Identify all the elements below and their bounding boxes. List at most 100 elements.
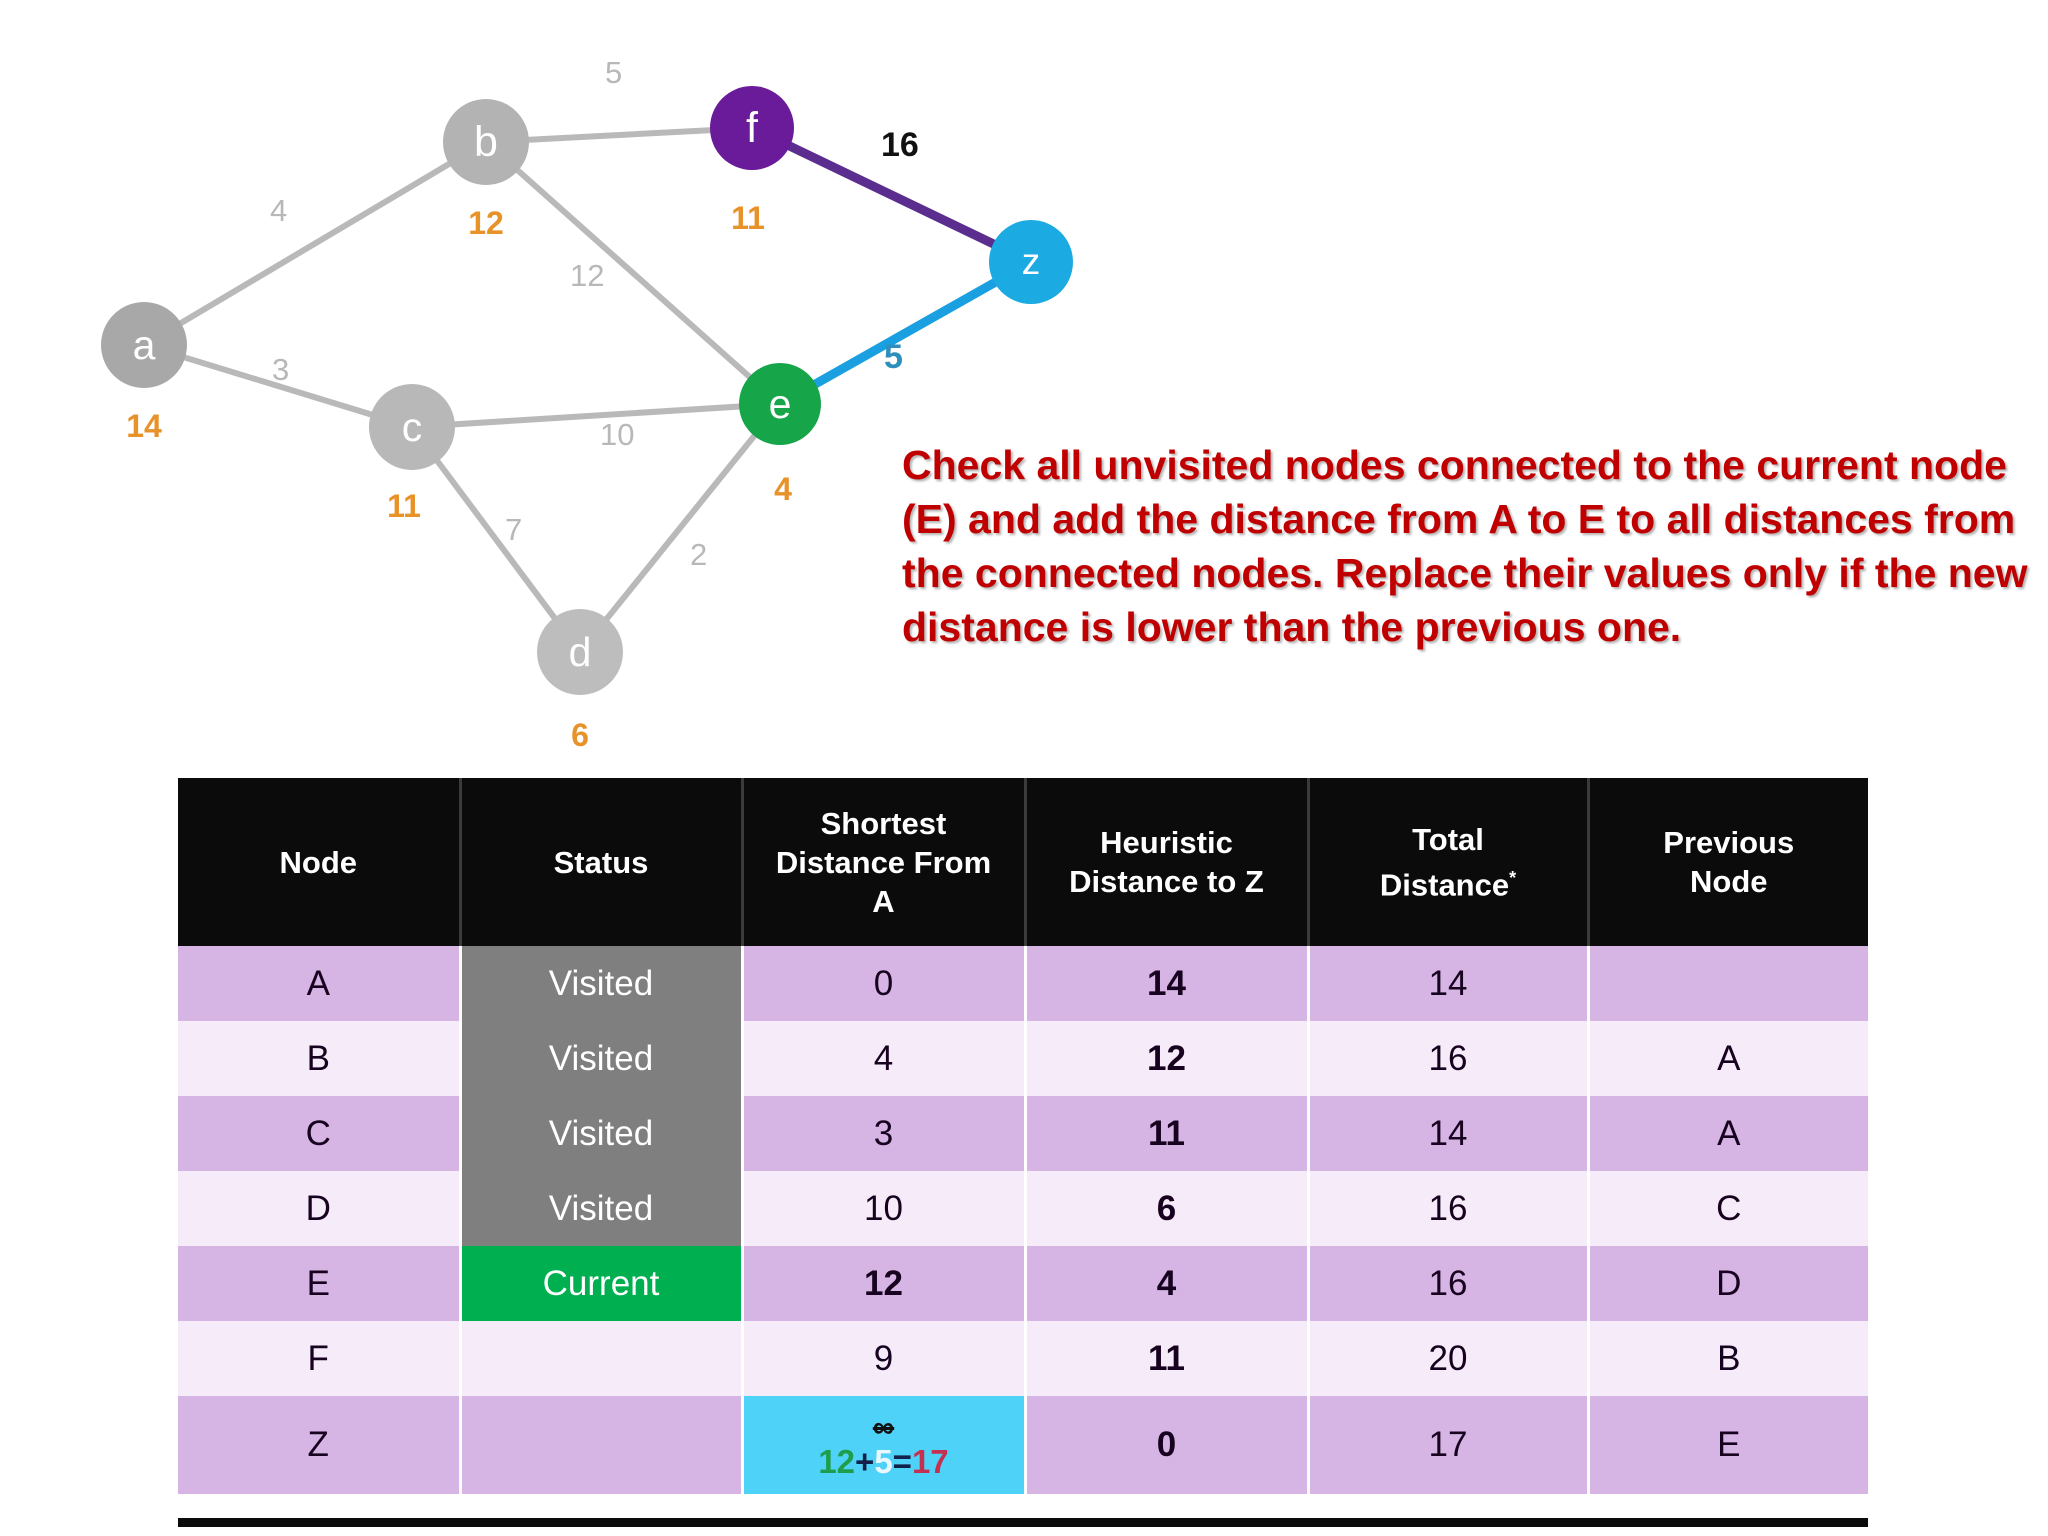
column-header-node: Node — [178, 778, 462, 946]
table-header: Node Status Shortest Distance From A Heu… — [178, 778, 1868, 946]
graph-node-heuristic-f: 11 — [731, 200, 765, 236]
graph-edge-weight-c-d: 7 — [505, 512, 523, 547]
calc-operand-b: 5 — [874, 1442, 893, 1480]
cell-previous-node: A — [1588, 1096, 1868, 1171]
graph-node-heuristic-e: 4 — [774, 471, 792, 507]
graph-edge-d-e — [577, 401, 783, 655]
header-previous-line1: Previous — [1663, 825, 1795, 860]
header-previous-line2: Node — [1690, 864, 1768, 899]
graph-node-z: z — [989, 220, 1073, 304]
header-total-line2: Distance — [1379, 867, 1510, 903]
graph-node-f: f — [710, 86, 794, 170]
header-status-label: Status — [553, 844, 649, 880]
graph-node-label-a: a — [132, 321, 156, 368]
cell-previous-node: A — [1588, 1021, 1868, 1096]
header-heuristic-line1: Heuristic — [1100, 825, 1233, 860]
cell-status: Visited — [460, 1021, 744, 1096]
graph-edge-weight-b-f: 5 — [605, 55, 623, 90]
instruction-text: Check all unvisited nodes connected to t… — [902, 442, 2028, 650]
column-header-shortest-distance: Shortest Distance From A — [742, 778, 1027, 946]
column-header-status: Status — [460, 778, 744, 946]
cell-node: C — [178, 1096, 462, 1171]
calc-equals-sign: = — [892, 1442, 912, 1480]
graph-edge-weight-b-e: 12 — [570, 258, 605, 293]
cell-node: Z — [178, 1396, 462, 1494]
cell-previous-node: C — [1588, 1171, 1868, 1246]
graph-node-heuristic-c: 11 — [387, 488, 421, 524]
cell-total-distance: 16 — [1308, 1246, 1590, 1321]
graph-edge-c-e — [409, 401, 783, 430]
cell-status: Visited — [460, 1096, 744, 1171]
graph-node-label-d: d — [568, 628, 592, 675]
graph-edge-weight-a-c: 3 — [272, 352, 290, 387]
column-header-heuristic-distance: Heuristic Distance to Z — [1025, 778, 1310, 946]
cell-shortest-distance-updated: ∞12+5=17 — [742, 1396, 1027, 1494]
calc-result: 17 — [911, 1442, 949, 1480]
graph-edges-svg — [141, 123, 1036, 655]
cell-status — [460, 1321, 744, 1396]
distance-calculation: 12+5=17 — [744, 1445, 1024, 1478]
cell-heuristic-distance: 11 — [1025, 1096, 1310, 1171]
graph-edge-a-c — [141, 342, 415, 430]
cell-node: F — [178, 1321, 462, 1396]
cell-shortest-distance: 12 — [742, 1246, 1027, 1321]
graph-edge-f-z — [747, 123, 1036, 267]
graph-node-label-b: b — [474, 117, 498, 166]
graph-edge-b-e — [483, 139, 783, 407]
graph-edge-b-f — [483, 125, 755, 145]
cell-heuristic-distance: 0 — [1025, 1396, 1310, 1494]
table-header-row: Node Status Shortest Distance From A Heu… — [178, 778, 1868, 946]
graph-node-c: c — [369, 384, 455, 470]
header-shortest-line3: A — [872, 883, 895, 919]
cell-node: E — [178, 1246, 462, 1321]
header-shortest-line1: Shortest — [820, 805, 947, 841]
cell-total-distance: 14 — [1308, 1096, 1590, 1171]
graph-node-a: a — [101, 302, 187, 388]
cell-heuristic-distance: 6 — [1025, 1171, 1310, 1246]
cell-shortest-distance: 0 — [742, 946, 1027, 1021]
graph-node-heuristic-b: 12 — [468, 205, 504, 241]
cell-shortest-distance: 9 — [742, 1321, 1027, 1396]
graph-edge-weight-a-b: 4 — [270, 193, 288, 228]
cell-shortest-distance: 10 — [742, 1171, 1027, 1246]
column-header-total-distance: Total Distance* — [1308, 778, 1590, 946]
cell-total-distance: 17 — [1308, 1396, 1590, 1494]
header-total-line1: Total — [1412, 821, 1484, 857]
cell-heuristic-distance: 11 — [1025, 1321, 1310, 1396]
graph-node-d: d — [537, 609, 623, 695]
graph-node-heuristic-a: 14 — [126, 408, 162, 444]
cell-shortest-distance: 4 — [742, 1021, 1027, 1096]
table-bottom-rule — [178, 1518, 1868, 1527]
graph-node-e: e — [739, 363, 821, 445]
cell-previous-node — [1588, 946, 1868, 1021]
cell-total-distance: 20 — [1308, 1321, 1590, 1396]
old-distance-infinity: ∞ — [872, 1410, 895, 1444]
cell-node: D — [178, 1171, 462, 1246]
cell-heuristic-distance: 4 — [1025, 1246, 1310, 1321]
graph-edge-e-z — [775, 257, 1036, 409]
calc-operand-a: 12 — [818, 1442, 856, 1480]
cell-previous-node: E — [1588, 1396, 1868, 1494]
graph-node-label-c: c — [401, 403, 423, 450]
header-node-label: Node — [279, 844, 358, 880]
cell-status: Current — [460, 1246, 744, 1321]
cell-node: A — [178, 946, 462, 1021]
graph-node-heuristic-d: 6 — [571, 717, 589, 753]
header-heuristic-line2: Distance to Z — [1069, 864, 1264, 899]
cell-status: Visited — [460, 946, 744, 1021]
cell-heuristic-distance: 14 — [1025, 946, 1310, 1021]
cell-node: B — [178, 1021, 462, 1096]
cell-previous-node: B — [1588, 1321, 1868, 1396]
header-total-asterisk: * — [1509, 867, 1517, 888]
graph-node-label-f: f — [746, 103, 758, 152]
cell-heuristic-distance: 12 — [1025, 1021, 1310, 1096]
cell-status — [460, 1396, 744, 1494]
header-shortest-line2: Distance From — [775, 844, 992, 880]
